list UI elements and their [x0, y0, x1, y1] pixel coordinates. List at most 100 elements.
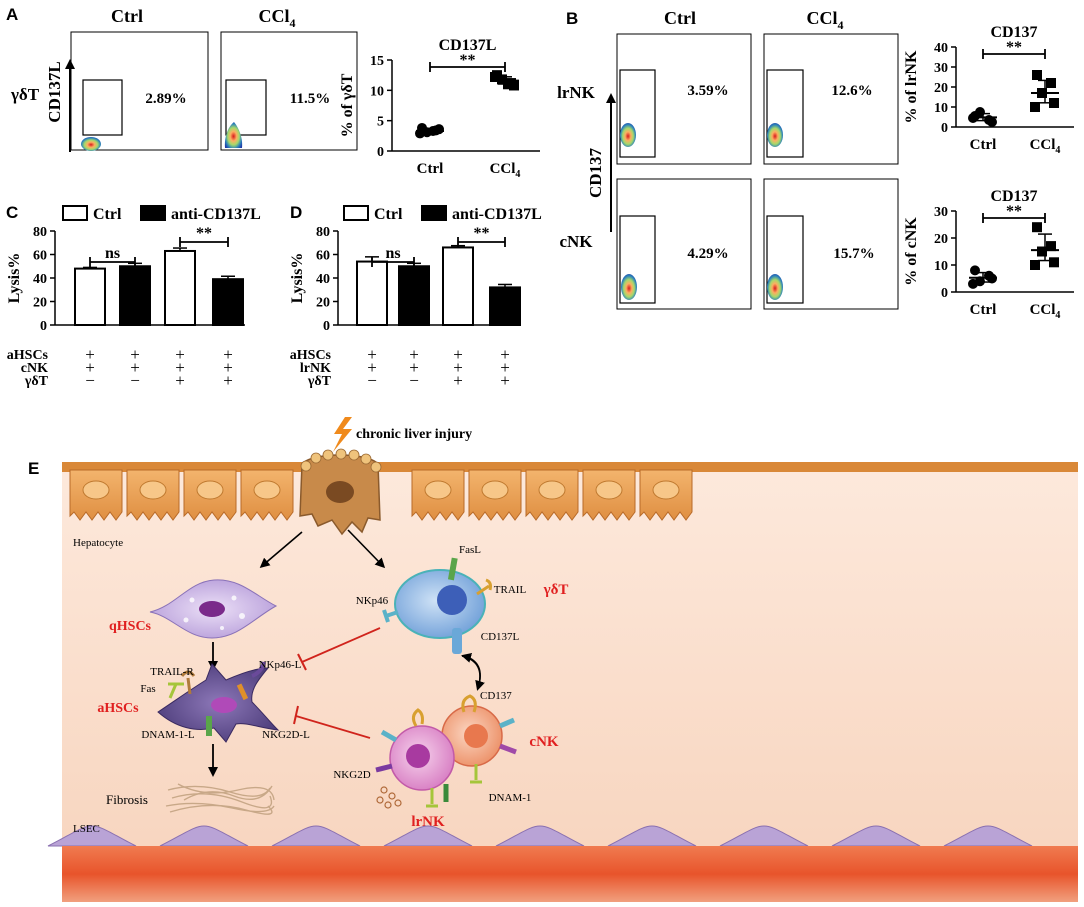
flow-b-cnk-ccl4-gate — [766, 215, 804, 304]
damaged-hepatocyte-nucleus — [326, 481, 354, 503]
y-tick-label: 20 — [934, 232, 948, 247]
legend-label-anti: anti-CD137L — [452, 206, 542, 223]
trail-label: TRAIL — [494, 584, 527, 596]
condition-mark: + — [223, 358, 233, 377]
y-tick-label: 0 — [941, 121, 948, 136]
data-point — [1049, 98, 1059, 108]
flow-b-cnk-ccl4-density — [767, 274, 783, 300]
y-tick-label: 0 — [323, 319, 330, 334]
significance-label: ns — [385, 245, 400, 262]
cnk-dnam1 — [470, 764, 482, 784]
y-tick-label: 10 — [370, 84, 384, 99]
hepatocyte-cell — [411, 469, 465, 521]
condition-mark: + — [130, 345, 140, 364]
lsec-cell — [943, 825, 1033, 847]
qhsc-label: qHSCs — [109, 619, 152, 634]
hepatocyte-nucleus — [595, 480, 623, 500]
lsec-layer — [47, 825, 1033, 847]
dnam1-label: DNAM-1 — [489, 792, 532, 804]
fibrosis-fibers — [165, 783, 275, 815]
gdt-nucleus — [437, 585, 467, 615]
y-axis-label: % of cNK — [903, 217, 920, 286]
significance-label: ** — [460, 52, 476, 69]
legend-label-anti: anti-CD137L — [171, 206, 261, 223]
cnk-nucleus — [464, 724, 488, 748]
significance-label: ** — [196, 225, 212, 242]
panel-a-flow: Ctrl CCl4 γδT CD137L 2.89% 11.5% — [10, 6, 358, 152]
condition-mark: + — [453, 345, 463, 364]
lightning-icon — [333, 417, 352, 452]
arrow-cd137-interaction-back — [461, 653, 481, 689]
y-tick-label: 60 — [33, 249, 47, 264]
condition-mark: + — [85, 345, 95, 364]
hepatocyte-top-band — [62, 462, 1078, 472]
y-tick-label: 40 — [316, 272, 330, 287]
flow-a-axis-label: CD137L — [45, 61, 64, 122]
data-point — [1049, 257, 1059, 268]
condition-mark: − — [409, 371, 419, 390]
inhibit-nk-bar — [293, 705, 299, 725]
hepatocyte-label: Hepatocyte — [73, 537, 123, 549]
flow-b-lrnk-ctrl-box — [616, 33, 752, 165]
lrnk-label: lrNK — [411, 814, 445, 830]
bar — [212, 278, 244, 326]
condition-mark: + — [175, 358, 185, 377]
condition-mark: + — [85, 358, 95, 377]
ahsc-nucleus — [211, 697, 237, 713]
hepatocyte-cell — [240, 469, 294, 521]
y-tick-label: 20 — [316, 296, 330, 311]
flow-b-lrnk-ctrl-density — [620, 123, 636, 147]
condition-mark: + — [500, 358, 510, 377]
condition-row-label: γδT — [307, 374, 332, 389]
nkg2dl-label: NKG2D-L — [262, 729, 310, 741]
flow-a-ccl4-pct: 11.5% — [290, 91, 330, 107]
bar — [356, 260, 388, 326]
ahsc-label: aHSCs — [97, 701, 139, 716]
nkg2d-label: NKG2D — [333, 769, 370, 781]
condition-mark: + — [409, 345, 419, 364]
data-point — [1032, 222, 1042, 233]
x-tick-label: Ctrl — [970, 137, 997, 153]
data-point — [509, 80, 519, 91]
bar — [74, 267, 106, 327]
data-point — [1030, 102, 1040, 112]
bar — [119, 265, 151, 326]
flow-b-lrnk-ccl4-gate — [766, 69, 804, 158]
hepatocyte-cell — [183, 469, 237, 521]
y-tick-label: 20 — [33, 296, 47, 311]
cd137-molecule — [461, 694, 477, 713]
flow-b-row-cnk: cNK — [559, 232, 593, 251]
data-point — [1046, 78, 1056, 88]
y-tick-label: 0 — [40, 319, 47, 334]
x-tick-label: Ctrl — [417, 161, 444, 177]
inhibit-gdt-bar — [297, 653, 307, 671]
qhsc-nucleus — [199, 601, 225, 617]
condition-row-label: cNK — [21, 361, 48, 376]
significance-label: ** — [1006, 203, 1022, 220]
condition-mark: − — [130, 371, 140, 390]
flow-b-ccl4-header: CCl4 — [807, 8, 844, 32]
y-axis-label: % of lrNK — [903, 50, 920, 123]
y-tick-label: 60 — [316, 249, 330, 264]
condition-mark: + — [175, 345, 185, 364]
flow-a-ccl4-header: CCl4 — [259, 6, 296, 30]
flow-a-row-label: γδT — [10, 85, 40, 104]
cnk-nkp46 — [499, 717, 515, 729]
y-tick-label: 15 — [370, 54, 384, 69]
lsec-cell — [831, 825, 921, 847]
lsec-label: LSEC — [73, 823, 100, 835]
x-tick-label: Ctrl — [970, 302, 997, 318]
hepatocyte-cell — [582, 469, 636, 521]
lsec-cell — [271, 825, 361, 847]
y-tick-label: 10 — [934, 259, 948, 274]
legend-label-ctrl: Ctrl — [93, 206, 122, 223]
bar — [442, 246, 474, 326]
bar — [164, 249, 196, 327]
lrnk-nucleus — [406, 744, 430, 768]
chart-title: CD137 — [990, 24, 1037, 41]
fas-receptor — [168, 682, 184, 699]
gdt-label: γδT — [543, 582, 569, 598]
y-tick-label: 10 — [934, 101, 948, 116]
